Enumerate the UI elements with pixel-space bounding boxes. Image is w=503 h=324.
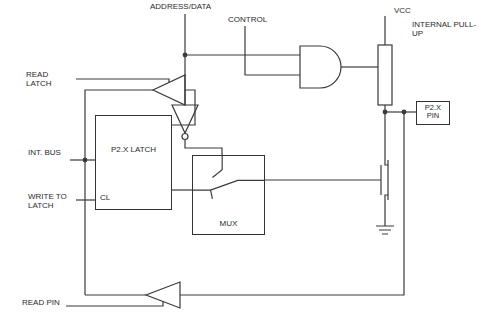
clock-label: CL — [100, 194, 110, 203]
pin-label: P2.X PIN — [420, 104, 446, 121]
wire — [66, 302, 163, 306]
wire — [385, 195, 388, 226]
wire — [245, 26, 300, 75]
mux-label: MUX — [196, 220, 261, 229]
wire — [372, 66, 378, 67]
signal-label: READ PIN — [22, 298, 66, 307]
signal-label: INT. BUS — [28, 148, 78, 157]
signal-label: CONTROL — [228, 15, 288, 24]
signal-label: VCC — [394, 6, 424, 15]
pin-box: P2.X PIN — [416, 101, 450, 125]
wire — [76, 79, 169, 82]
wire — [70, 159, 95, 160]
wire — [384, 16, 385, 45]
latch-box: P2.X LATCH CL — [95, 115, 172, 210]
wire — [385, 111, 416, 112]
ground-symbol — [376, 226, 394, 234]
inverter-symbol — [172, 105, 198, 133]
fet-channel — [387, 160, 388, 200]
wire — [185, 140, 222, 155]
signal-label: ADDRESS/DATA — [150, 2, 240, 11]
mux-box: MUX — [192, 155, 265, 235]
wire — [265, 179, 381, 180]
wire — [76, 199, 95, 200]
pull-up-resistor — [378, 45, 392, 105]
wire — [172, 90, 195, 125]
latch-label: P2.X LATCH — [99, 146, 168, 155]
wire — [341, 66, 372, 67]
latch-to-mux-wire — [172, 189, 192, 190]
wire — [85, 294, 146, 295]
and-gate-symbol — [300, 46, 341, 88]
wire — [185, 54, 300, 55]
signal-label: WRITE TO LATCH — [28, 192, 80, 210]
wire — [180, 112, 404, 295]
signal-label: READ LATCH — [26, 70, 76, 88]
inverter-bubble — [182, 134, 188, 140]
signal-label: INTERNAL PULL-UP — [412, 20, 482, 38]
